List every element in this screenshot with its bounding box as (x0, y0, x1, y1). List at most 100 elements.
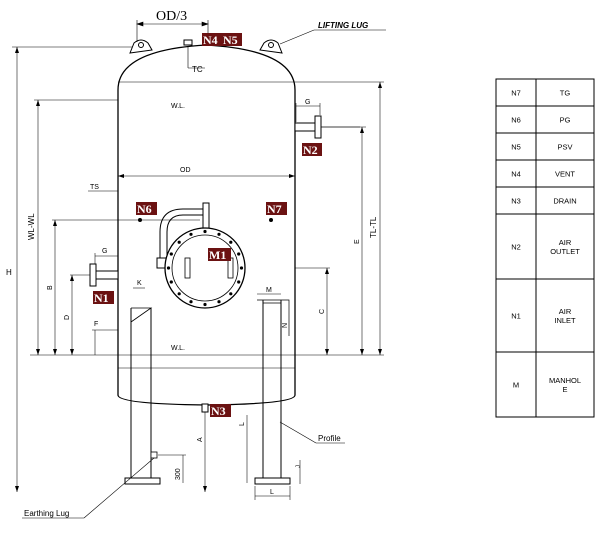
svg-text:N3: N3 (211, 404, 226, 418)
table-cell-mark: M (513, 381, 519, 390)
wl-bottom-label: W.L. (171, 345, 185, 352)
nozzle-tag-m1: M1 (208, 248, 231, 262)
bolt-hole (239, 266, 244, 270)
table-cell-mark: N6 (511, 116, 521, 125)
table-cell-service: VENT (555, 170, 575, 179)
od-third-label: OD/3 (156, 9, 187, 24)
svg-text:N2: N2 (303, 143, 318, 157)
table-cell-service: PG (560, 116, 571, 125)
vessel-shell (117, 44, 296, 406)
j-label: J (296, 465, 302, 468)
table-cell-service: PSV (557, 143, 572, 152)
table-cell-mark: N4 (511, 170, 521, 179)
svg-text:N4: N4 (203, 33, 218, 47)
bolt-hole (177, 240, 181, 244)
tl-tl-label: TL-TL (369, 216, 378, 238)
bolt-hole (189, 232, 193, 236)
manhole (164, 227, 246, 309)
k-label: K (137, 280, 142, 287)
n-label: N (282, 323, 289, 328)
svg-text:N1: N1 (94, 291, 109, 305)
earthing-lug-leader (22, 457, 155, 519)
bolt-hole (217, 300, 221, 304)
nozzle-n3 (201, 403, 209, 413)
d-label: D (64, 315, 71, 320)
a-label: A (197, 437, 204, 442)
table-cell-mark: N3 (511, 197, 521, 206)
bolt-hole (169, 280, 173, 284)
g-lower-label: G (102, 248, 107, 255)
bolt-hole (237, 252, 241, 256)
table-cell-mark: N1 (511, 312, 521, 321)
bolt-hole (229, 292, 233, 296)
nozzle-tag-n5: N5 (222, 33, 242, 47)
svg-text:N7: N7 (267, 202, 282, 216)
wl-top-label: W.L. (171, 103, 185, 110)
svg-text:N6: N6 (137, 202, 152, 216)
table-row: N3 DRAIN (495, 186, 595, 215)
bolt-hole (237, 280, 241, 284)
nozzle-tag-n2: N2 (302, 143, 322, 157)
bolt-hole (229, 240, 233, 244)
h-label: H (6, 268, 12, 277)
ts-label: TS (90, 184, 99, 191)
l-leg-label: L (239, 422, 246, 426)
c-label: C (319, 309, 326, 314)
manhole-bolt-holes (166, 229, 244, 307)
nozzle-tag-n3: N3 (210, 404, 231, 418)
n6-connection (138, 218, 142, 222)
e-label: E (354, 239, 361, 244)
nozzle-tag-n1: N1 (93, 291, 114, 305)
lifting-lug-leader (279, 29, 386, 45)
bolt-hole (169, 252, 173, 256)
profile-label: Profile (318, 434, 341, 443)
dimension-lines (12, 46, 384, 492)
table-cell-mark: N2 (511, 243, 521, 252)
table-row: N4 VENT (495, 159, 595, 188)
table-cell-mark: N7 (511, 89, 521, 98)
bolt-hole (203, 229, 207, 234)
dim-300-label: 300 (175, 468, 182, 480)
wl-wl-label: WL-WL (27, 213, 36, 240)
tc-leader (187, 46, 205, 69)
b-label: B (47, 285, 54, 290)
profile-leader (279, 421, 345, 444)
nozzle-tag-n4: N4 (202, 33, 222, 47)
lifting-lug-right (259, 39, 283, 54)
nozzle-n2 (294, 115, 322, 139)
n1-dimension (94, 253, 119, 271)
bolt-hole (166, 266, 171, 270)
bolt-hole (189, 300, 193, 304)
table-cell-mark: N5 (511, 143, 521, 152)
n7-connection (269, 218, 273, 222)
g-upper-label: G (305, 99, 310, 106)
od-label: OD (180, 167, 191, 174)
lifting-lug-label: LIFTING LUG (318, 21, 368, 30)
earthing-lug (150, 451, 158, 459)
nozzle-n1 (89, 263, 119, 287)
tangent-lines (118, 81, 295, 369)
table-row: N5 PSV (495, 132, 595, 161)
bolt-hole (177, 292, 181, 296)
table-cell-service: DRAIN (553, 197, 576, 206)
nozzle-tag-n7: N7 (266, 202, 287, 216)
bolt-hole (203, 302, 207, 307)
bolt-hole (217, 232, 221, 236)
nozzle-tag-n6: N6 (136, 202, 157, 216)
support-legs (130, 299, 290, 478)
f-label: F (94, 321, 98, 328)
lifting-lug-left (129, 39, 153, 54)
table-row: N7 TG (495, 78, 595, 107)
leg-dimensions (254, 293, 301, 500)
base-plates (124, 477, 291, 485)
table-cell-service: TG (560, 89, 571, 98)
